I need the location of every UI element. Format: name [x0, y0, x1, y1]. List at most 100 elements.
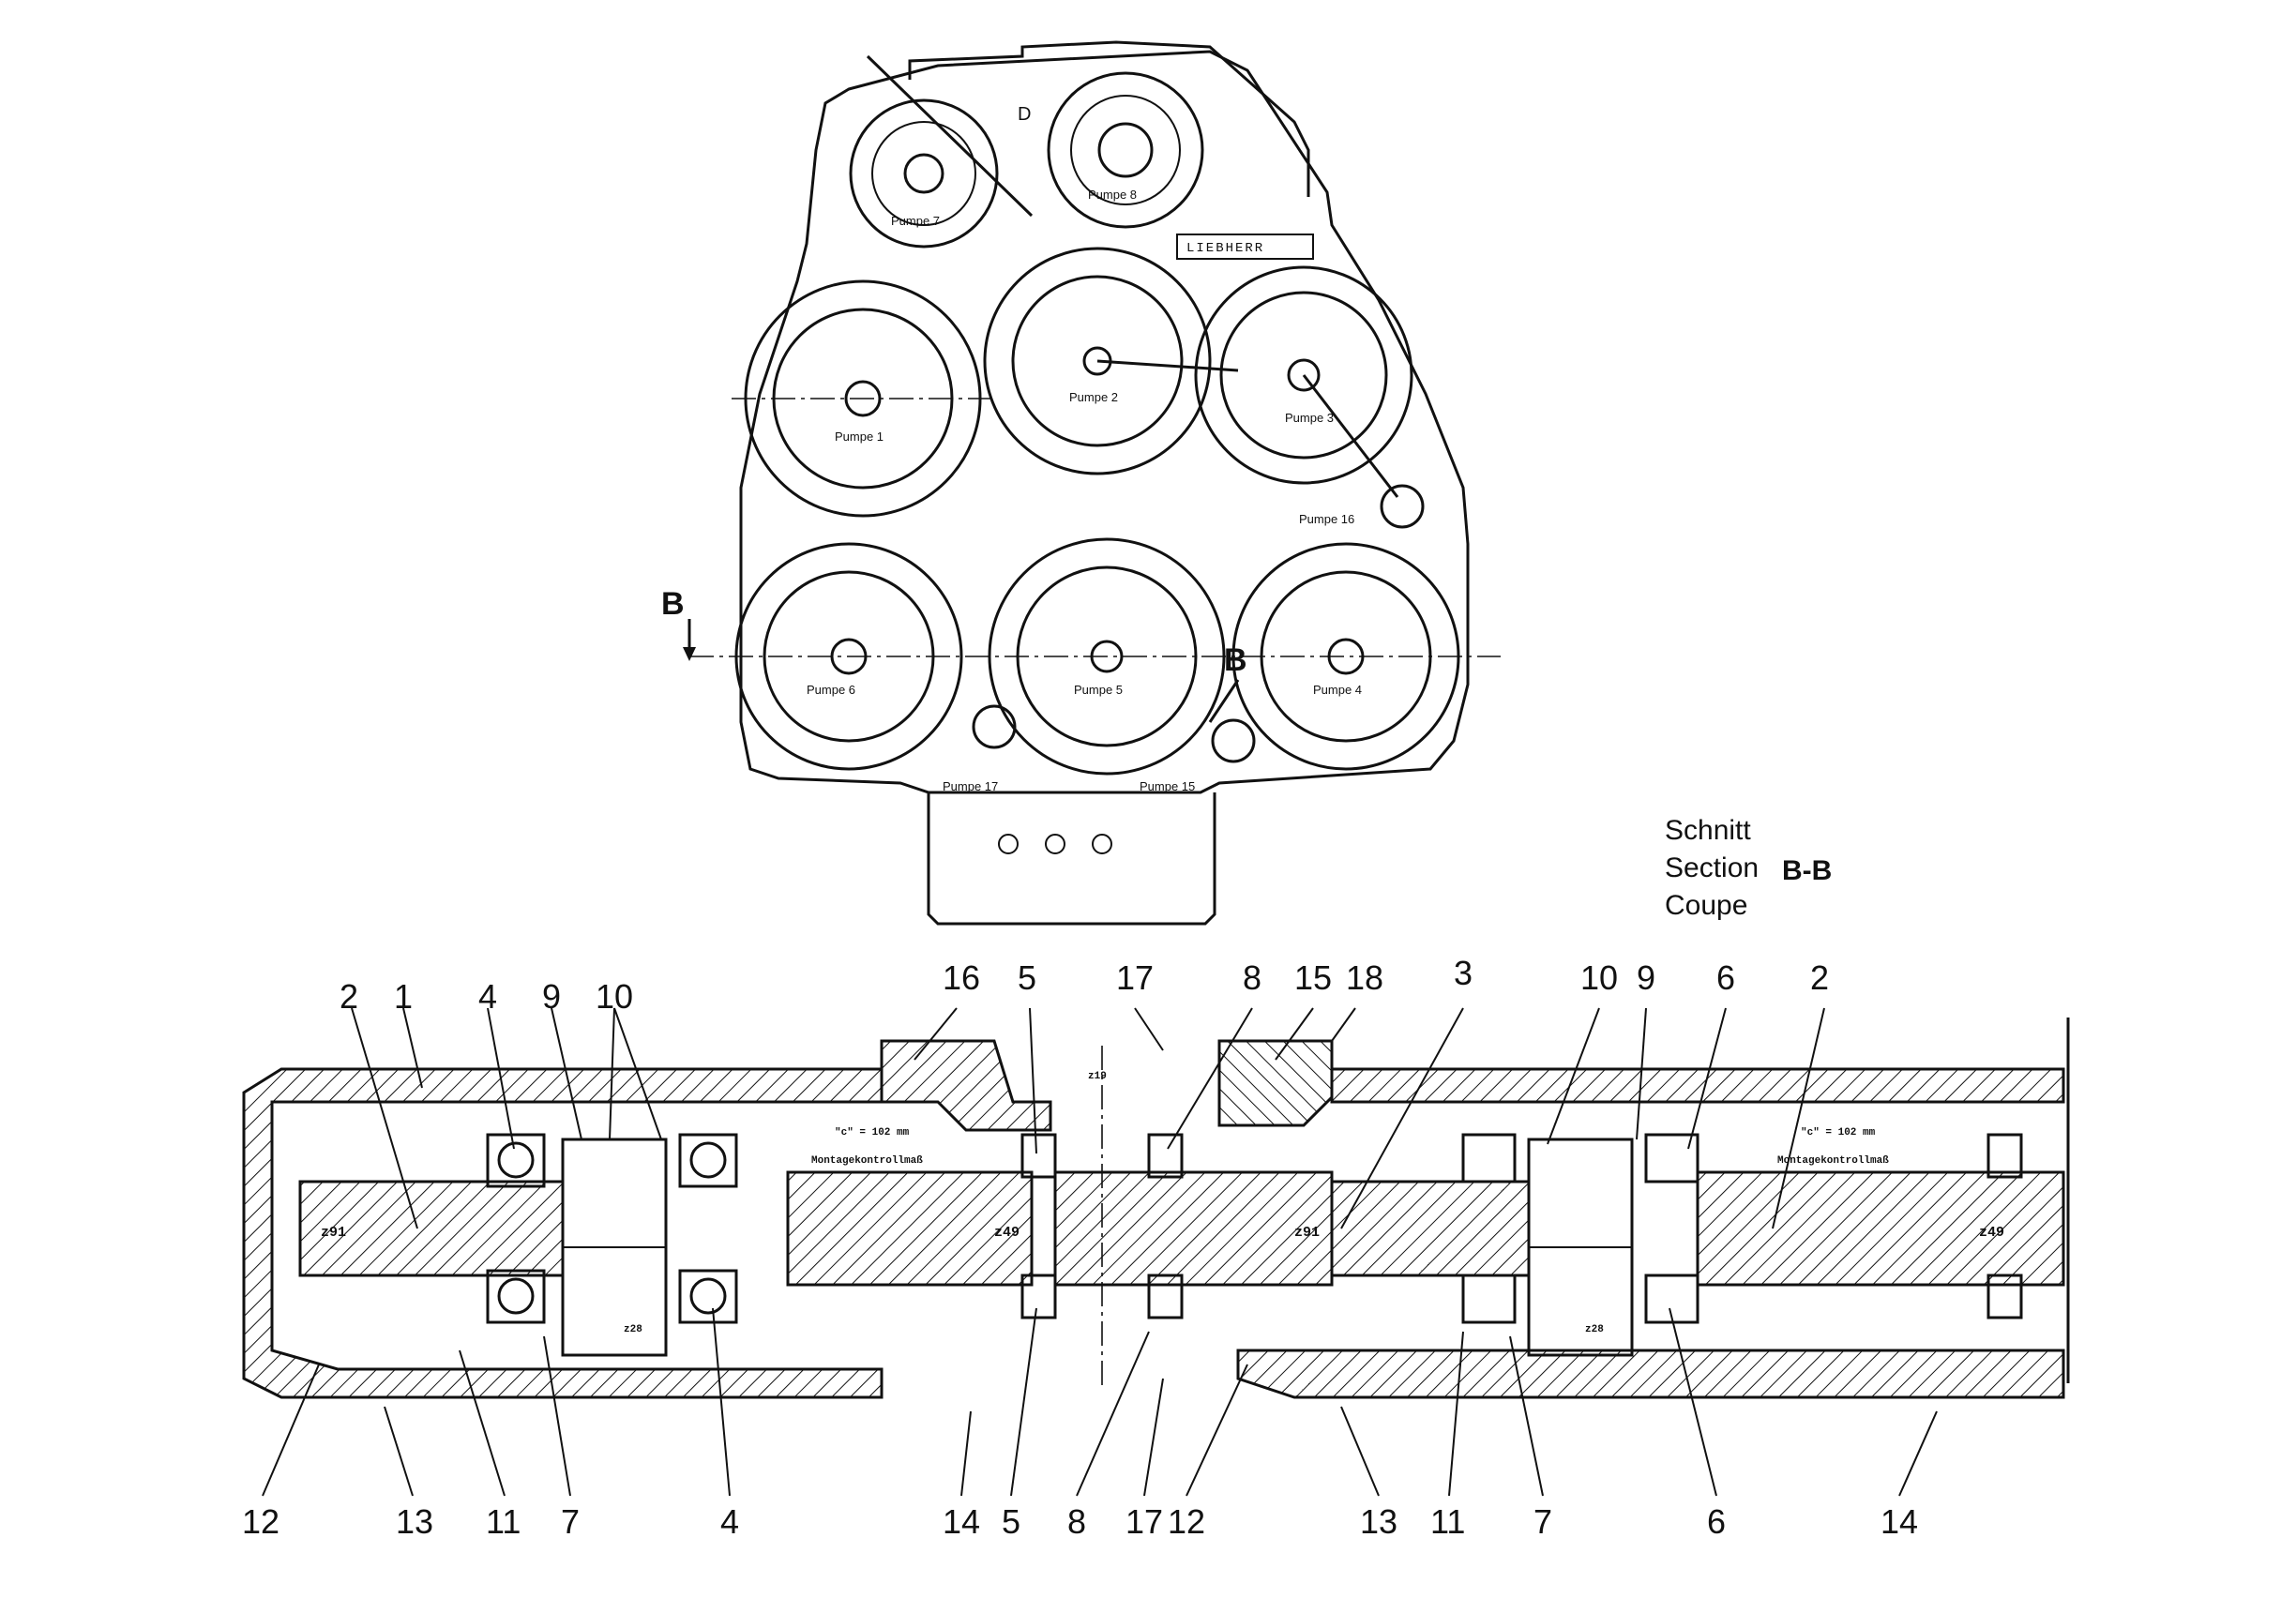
housing-right: [1330, 1067, 2065, 1104]
pump-4-label: Pumpe 4: [1313, 683, 1362, 697]
section-view: z91 z28 z49 z19 z91 z28 z49 "c" = 102 mm…: [242, 954, 2070, 1541]
note-right-1: "c" = 102 mm: [1801, 1127, 1876, 1138]
cover-15: [1217, 1039, 1334, 1127]
callout-bottom: 14: [1881, 1502, 1918, 1541]
bearing-6-bottom: [1644, 1274, 1699, 1324]
callout-bottom: 13: [1360, 1502, 1397, 1541]
callout-top: 1: [394, 977, 413, 1016]
bearing-5-top: [1020, 1133, 1057, 1179]
pump-4: [1231, 542, 1460, 771]
housing-right-bottom: [1236, 1349, 2065, 1399]
letter-d: D: [1018, 104, 1031, 125]
callout-top: 6: [1716, 958, 1735, 997]
pump-5-label: Pumpe 5: [1074, 683, 1123, 697]
pump-8-label: Pumpe 8: [1088, 188, 1137, 202]
pump-2: [983, 247, 1239, 475]
port-3: [1092, 834, 1112, 854]
leaders-bottom: [262, 1307, 1938, 1497]
pump-15-label: Pumpe 15: [1140, 779, 1195, 793]
callout-bottom: 12: [1168, 1502, 1205, 1541]
central-gear-3: [1053, 1170, 1334, 1287]
callout-top: 4: [478, 977, 497, 1016]
pump-2-label: Pumpe 2: [1069, 390, 1118, 404]
callout-top: 8: [1243, 958, 1261, 997]
pump-15: [1211, 718, 1256, 763]
pump-1: [732, 279, 994, 518]
pump-6-label: Pumpe 6: [807, 683, 855, 697]
note-left-1: "c" = 102 mm: [835, 1127, 910, 1138]
port-1: [998, 834, 1019, 854]
housing-outline: [739, 50, 1470, 794]
section-arrowhead-left: [683, 647, 696, 661]
callout-bottom: 5: [1002, 1502, 1020, 1541]
brand-plate: [1176, 234, 1314, 260]
pump-1-label: Pumpe 1: [835, 430, 884, 444]
callout-top: 9: [1637, 958, 1655, 997]
pump-3-label: Pumpe 3: [1285, 411, 1334, 425]
section-marker-left: B: [661, 586, 685, 622]
label-z91-mid: z91: [1294, 1225, 1320, 1241]
callouts-top: 2 1 4 9 10 16 5 17 8 15 18 3 10 9 6 2: [340, 954, 1829, 1016]
section-title-name: B-B: [1782, 855, 1832, 886]
callout-top: 10: [1580, 958, 1618, 997]
pump-17: [972, 704, 1017, 749]
callout-top: 10: [596, 977, 633, 1016]
callout-top: 9: [542, 977, 561, 1016]
bearing-6-top: [1644, 1133, 1699, 1183]
pump-16: [1380, 484, 1425, 529]
callout-bottom: 11: [1430, 1502, 1465, 1541]
callout-bottom: 13: [396, 1502, 433, 1541]
section-title: Schnitt Section Coupe B-B: [1665, 815, 1832, 921]
callout-bottom: 7: [1533, 1502, 1552, 1541]
gear-z91-right: [1330, 1180, 1531, 1277]
label-z49-left: z49: [994, 1225, 1020, 1241]
pump-16-label: Pumpe 16: [1299, 512, 1354, 526]
housing-left: [242, 1067, 884, 1399]
shaft-right: [1696, 1170, 2065, 1287]
callout-top: 2: [340, 977, 358, 1016]
callout-bottom: 12: [242, 1502, 279, 1541]
bearing-4-bottom-right: [678, 1269, 738, 1324]
pump-3: [1194, 265, 1413, 498]
section-title-en: Section: [1665, 852, 1759, 883]
bearing-4-top-right: [678, 1133, 738, 1188]
bearing-8-top: [1147, 1133, 1184, 1179]
callout-top: 3: [1454, 954, 1473, 992]
callout-bottom: 8: [1067, 1502, 1086, 1541]
lower-block: [927, 792, 1216, 926]
pump-7-label: Pumpe 7: [891, 214, 940, 228]
section-arrow-right: [1208, 679, 1240, 723]
bearing-10-right-bottom: [1461, 1274, 1517, 1324]
bearing-5-right-top: [1986, 1133, 2023, 1179]
note-left-2: Montagekontrollmaß: [811, 1155, 923, 1167]
callout-bottom: 11: [486, 1502, 521, 1541]
brand-label: LIEBHERR: [1186, 241, 1264, 256]
section-title-de: Schnitt: [1665, 815, 1751, 846]
section-marker-right: B: [1224, 642, 1247, 678]
bearing-5-right-bottom: [1986, 1274, 2023, 1319]
pump-7: [849, 54, 1034, 249]
pump-17-label: Pumpe 17: [943, 779, 998, 793]
callout-bottom: 14: [943, 1502, 980, 1541]
callout-bottom: 17: [1125, 1502, 1163, 1541]
callouts-bottom: 12 13 11 7 4 14 5 8 17 12 13 11 7 6 14: [242, 1502, 1918, 1541]
label-z91-left: z91: [321, 1225, 346, 1241]
label-z28-left: z28: [624, 1324, 642, 1335]
callout-top: 15: [1294, 958, 1332, 997]
gear-z91-left: [298, 1180, 565, 1277]
note-right-2: Montagekontrollmaß: [1777, 1155, 1889, 1167]
housing-mid-top: [880, 1039, 1052, 1132]
bearing-5-bottom: [1020, 1274, 1057, 1319]
leaders-top: [351, 1007, 1825, 1229]
callout-top: 2: [1810, 958, 1829, 997]
callout-top: 16: [943, 958, 980, 997]
callout-top: 17: [1116, 958, 1154, 997]
top-pipe: [908, 40, 1310, 197]
label-z19: z19: [1088, 1071, 1107, 1082]
bearing-8-bottom: [1147, 1274, 1184, 1319]
front-view: LIEBHERR D Pumpe 7 Pumpe 8 Pumpe 1 Pumpe…: [661, 40, 1501, 926]
callout-bottom: 4: [720, 1502, 739, 1541]
callout-top: 5: [1018, 958, 1036, 997]
port-2: [1045, 834, 1065, 854]
